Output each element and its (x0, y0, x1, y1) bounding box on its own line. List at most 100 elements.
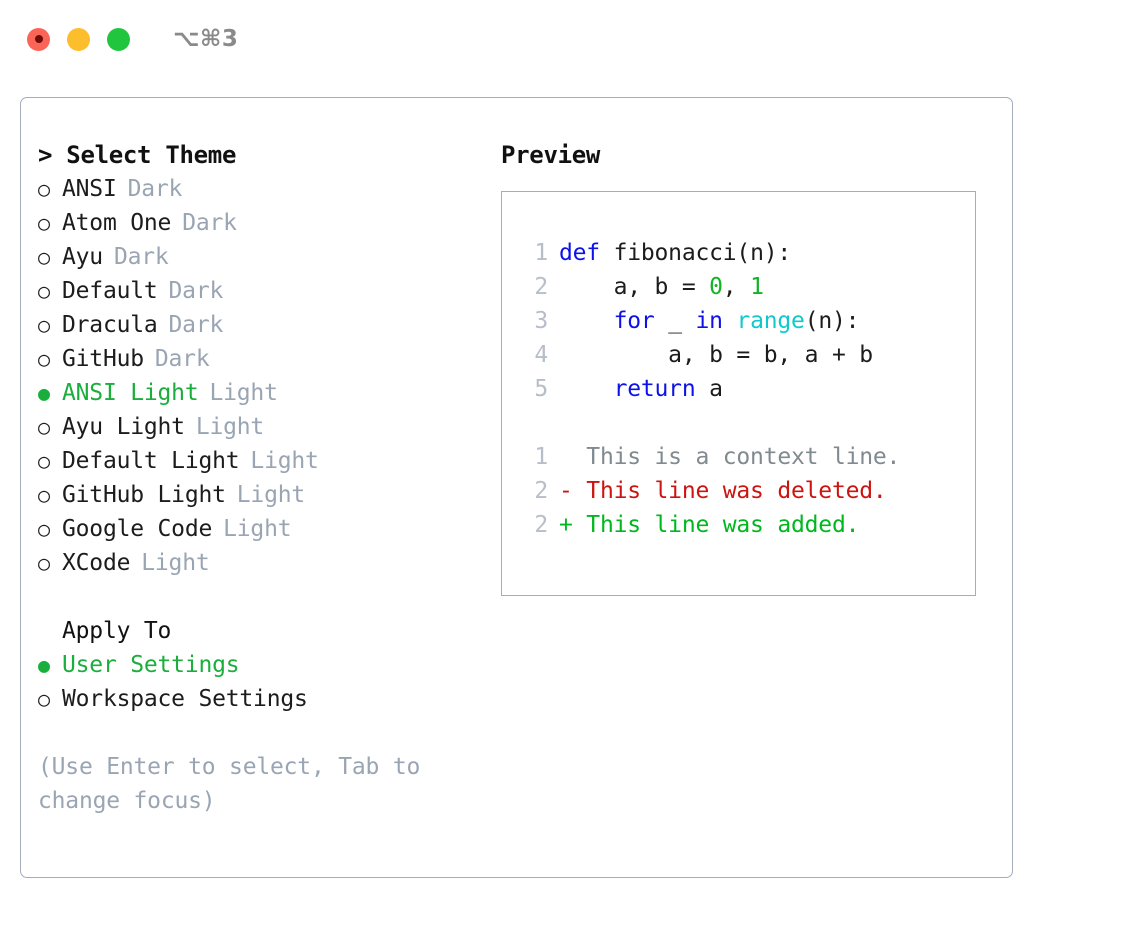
theme-option-label: ANSI Light (62, 380, 199, 406)
theme-option-label: Default Light (62, 448, 240, 474)
apply-to-option-list: ● User Settings ○ Workspace Settings (38, 648, 478, 716)
theme-variant-tag: Dark (127, 176, 183, 202)
radio-unselected-icon: ○ (38, 415, 50, 439)
apply-to-option-user-settings[interactable]: ● User Settings (38, 648, 478, 682)
code-token-plain: a, b = (559, 274, 710, 300)
theme-option-label: Default (62, 278, 158, 304)
apply-to-option-label: User Settings (62, 652, 240, 678)
radio-unselected-icon: ○ (38, 211, 50, 235)
code-token-plain: fibonacci(n): (613, 240, 792, 266)
diff-line-content: - This line was deleted. (559, 478, 887, 504)
theme-option-atom-one[interactable]: ○ Atom One Dark (38, 206, 478, 240)
code-token-plain (559, 308, 614, 334)
radio-unselected-icon: ○ (38, 279, 50, 303)
radio-unselected-icon: ○ (38, 347, 50, 371)
radio-unselected-icon: ○ (38, 687, 50, 711)
line-number: 4 (534, 342, 548, 368)
theme-variant-tag: Light (223, 516, 292, 542)
theme-option-label: Google Code (62, 516, 213, 542)
code-token-num: 1 (750, 274, 764, 300)
diff-line-del: 2 - This line was deleted. (516, 474, 975, 508)
code-line: 2 a, b = 0, 1 (516, 270, 975, 304)
theme-option-label: Atom One (62, 210, 172, 236)
line-number: 1 (534, 444, 548, 470)
theme-variant-tag: Dark (182, 210, 237, 236)
apply-to-option-workspace-settings[interactable]: ○ Workspace Settings (38, 682, 478, 716)
theme-variant-tag: Dark (168, 278, 224, 304)
theme-option-label: Ayu (62, 244, 103, 270)
line-number: 1 (534, 240, 548, 266)
theme-option-label: GitHub (62, 346, 144, 372)
theme-variant-tag: Dark (168, 312, 224, 338)
diff-line-content: This is a context line. (559, 444, 901, 470)
diff-line-add: 2+ This line was added. (516, 508, 975, 542)
close-button[interactable] (27, 27, 50, 51)
line-number: 2 (534, 478, 548, 504)
theme-option-label: Dracula (62, 312, 158, 338)
code-line: 5 return a (516, 372, 975, 406)
theme-variant-tag: Light (250, 448, 319, 474)
line-number: 3 (534, 308, 548, 334)
theme-variant-tag: Light (209, 380, 278, 406)
apply-to-heading: Apply To (62, 618, 172, 644)
radio-unselected-icon: ○ (38, 313, 50, 337)
code-line: 4 a, b = b, a + b (516, 338, 975, 372)
code-token-plain: a (695, 376, 723, 402)
radio-selected-icon: ● (38, 653, 50, 677)
keyboard-hint-text: (Use Enter to select, Tab to change focu… (38, 754, 421, 814)
diff-sample: 1 This is a context line. 2 - This line wa… (516, 440, 975, 542)
window-titlebar: ⌥⌘3 (0, 0, 1140, 78)
code-blank-line (516, 406, 975, 440)
theme-option-dracula[interactable]: ○ Dracula Dark (38, 308, 478, 342)
traffic-light-group (27, 27, 130, 51)
theme-option-xcode[interactable]: ○ XCode Light (38, 546, 478, 580)
line-number: 2 (534, 274, 548, 300)
code-line-content: def fibonacci(n): (559, 236, 791, 270)
code-token-kw: in (695, 308, 723, 334)
radio-unselected-icon: ○ (38, 483, 50, 507)
code-token-plain (559, 376, 614, 402)
radio-unselected-icon: ○ (38, 517, 50, 541)
code-token-kw: for (613, 308, 655, 334)
theme-option-label: ANSI (62, 176, 117, 202)
diff-line-ctx: 1 This is a context line. (516, 440, 975, 474)
code-token-plain: a, b = b, a + b (559, 342, 873, 368)
code-line-content: for _ in range(n): (559, 304, 860, 338)
theme-variant-tag: Light (236, 482, 306, 508)
maximize-button[interactable] (107, 27, 130, 51)
theme-option-default[interactable]: ○ Default Dark (38, 274, 478, 308)
code-token-plain: , (722, 274, 751, 300)
theme-option-google-code[interactable]: ○ Google Code Light (38, 512, 478, 546)
theme-option-label: XCode (62, 550, 131, 576)
minimize-button[interactable] (67, 27, 90, 51)
apply-to-option-label: Workspace Settings (62, 686, 308, 712)
radio-unselected-icon: ○ (38, 551, 50, 575)
diff-line-content: + This line was added. (559, 512, 860, 538)
code-token-num: 0 (709, 274, 723, 300)
code-line: 3 for _ in range(n): (516, 304, 975, 338)
radio-unselected-icon: ○ (38, 177, 50, 201)
theme-variant-tag: Light (141, 550, 210, 576)
code-token-plain (723, 308, 737, 334)
code-token-plain: _ (654, 308, 696, 334)
keyboard-shortcut-label: ⌥⌘3 (173, 26, 239, 52)
theme-option-ansi[interactable]: ○ ANSI Dark (38, 172, 478, 206)
code-line: 1 def fibonacci(n): (516, 236, 975, 270)
recording-dot-icon (34, 35, 43, 43)
code-token-plain: (n): (804, 308, 860, 334)
select-theme-heading: > Select Theme (38, 141, 237, 169)
theme-option-label: Ayu Light (62, 414, 185, 440)
code-line-content: a, b = 0, 1 (559, 270, 764, 304)
